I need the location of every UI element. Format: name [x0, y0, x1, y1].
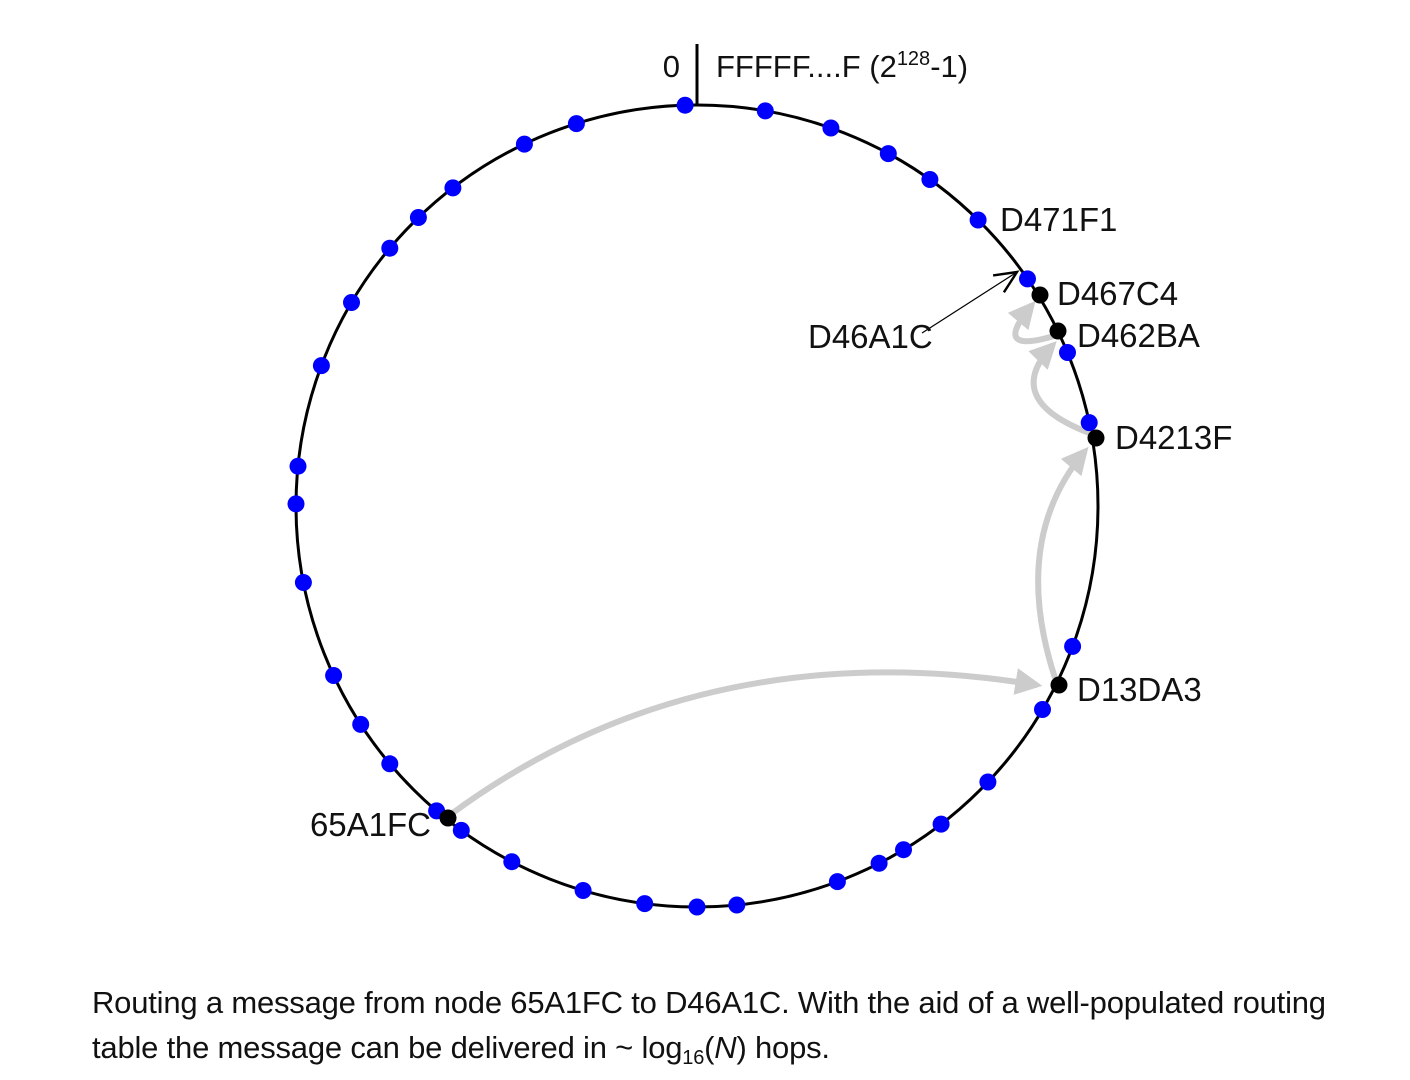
node-source-label: 65A1FC: [310, 806, 431, 843]
ring-node-dot: [921, 171, 939, 188]
ring-node-dot: [294, 574, 312, 591]
ring-node-dot: [574, 882, 592, 899]
ring-node-dot: [932, 815, 950, 833]
caption-line-2: table the message can be delivered in ~ …: [92, 1030, 830, 1069]
ring-node-dot: [636, 895, 654, 913]
ring-node-dot: [756, 102, 774, 120]
ring-node-dot: [969, 211, 987, 229]
route-hop-arrow-3: [1028, 341, 1094, 437]
ring-node-dot: [870, 854, 888, 872]
ring-node-dot: [381, 239, 399, 257]
node-source-dot: [439, 809, 457, 827]
ring-node-dot: [352, 715, 370, 733]
node-hop4-dot: [1031, 286, 1049, 304]
caption-line-1: Routing a message from node 65A1FC to D4…: [92, 985, 1326, 1020]
route-hop-arrow-2: [1035, 446, 1089, 679]
node-hop4-label: D467C4: [1057, 275, 1178, 312]
ring-node-dot: [343, 294, 360, 311]
ring-origin-label: 0: [663, 49, 680, 84]
destination-pointer-arrow: [921, 270, 1020, 334]
ring-node-dot: [822, 119, 840, 137]
route-hop-arrow-4: [1007, 300, 1055, 345]
node-neighbor-label: D471F1: [1000, 201, 1117, 238]
ring-node-dot: [879, 145, 897, 163]
ring-node-dot: [688, 898, 706, 916]
ring-node-dot: [895, 841, 912, 859]
destination-key-label: D46A1C: [808, 318, 933, 355]
ring-node-dot: [676, 96, 694, 114]
ring-node-dot: [1080, 414, 1098, 432]
ring-node-dot: [381, 755, 399, 773]
figure-caption: Routing a message from node 65A1FC to D4…: [92, 980, 1392, 1070]
ring-node-dot: [728, 896, 746, 914]
node-hop2-label: D4213F: [1115, 419, 1232, 456]
ring-node-dot: [567, 115, 585, 133]
routing-ring-diagram: 0 FFFFF....F (2128-1) 65A1FC D13DA3 D421…: [287, 44, 1232, 916]
ring-node-dot: [409, 209, 427, 226]
ring-node-dot: [1064, 637, 1082, 655]
node-hop2-dot: [1087, 429, 1105, 447]
ring-node-dot: [325, 667, 343, 684]
node-hop1-label: D13DA3: [1077, 671, 1202, 708]
ring-node-dot: [515, 135, 533, 153]
ring-node-dot: [444, 179, 462, 197]
ring-nodes: [287, 96, 1098, 916]
ring-node-dot: [289, 457, 307, 475]
ring-node-dot: [828, 873, 846, 891]
ring-node-dot: [287, 495, 305, 513]
node-hop1-dot: [1050, 676, 1068, 694]
ring-node-dot: [503, 853, 521, 871]
ring-node-dot: [452, 821, 470, 839]
ring-node-dot: [312, 357, 330, 375]
route-hop-arrow-1: [448, 668, 1043, 818]
ring-node-dot: [1019, 270, 1036, 288]
node-hop3-label: D462BA: [1077, 317, 1200, 354]
ring-node-dot: [1034, 701, 1051, 718]
ring-node-dot: [1059, 344, 1076, 361]
node-hop3-dot: [1049, 322, 1067, 340]
ring-node-dot: [979, 773, 997, 791]
ring-max-label: FFFFF....F (2128-1): [716, 48, 968, 84]
